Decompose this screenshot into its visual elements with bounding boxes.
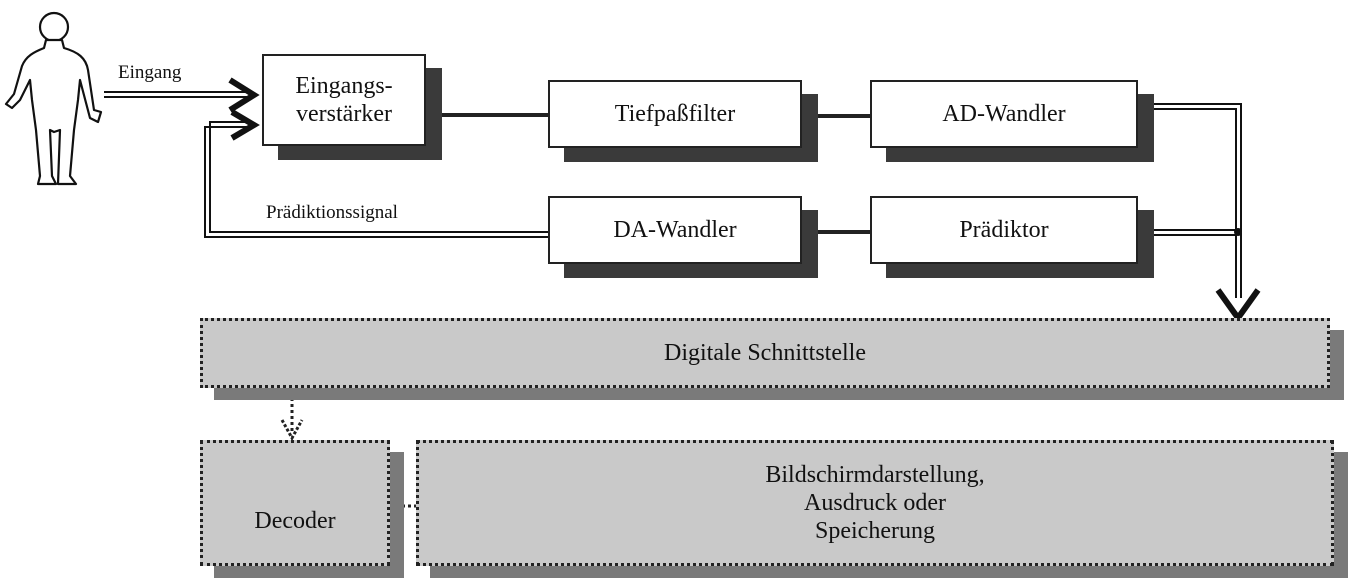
prediction-signal-label: Prädiktionssignal (266, 202, 398, 223)
input-amplifier-line1: Eingangs- (295, 73, 393, 99)
input-arrow (104, 77, 260, 113)
predictor-block: Prädiktor (870, 196, 1138, 264)
ad-output-line (1138, 103, 1261, 324)
ad-converter-block: AD-Wandler (870, 80, 1138, 148)
da-converter-label: DA-Wandler (613, 217, 737, 243)
input-label: Eingang (118, 62, 182, 83)
block-connectors (426, 113, 870, 234)
input-amplifier-block: Eingangs- verstärker (262, 54, 426, 146)
input-amplifier-line2: verstärker (296, 101, 392, 127)
output-line3: Speicherung (815, 518, 935, 544)
lowpass-filter-label: Tiefpaßfilter (614, 101, 736, 127)
predictor-label: Prädiktor (959, 217, 1049, 243)
lowpass-filter-block: Tiefpaßfilter (548, 80, 802, 148)
decoder-label: Decoder (254, 508, 336, 534)
human-figure-icon (4, 11, 103, 186)
decoder-arrow (280, 392, 304, 442)
output-line2: Ausdruck oder (804, 490, 946, 516)
digital-interface-block: Digitale Schnittstelle (200, 318, 1330, 388)
output-line1: Bildschirmdarstellung, (765, 462, 985, 488)
da-converter-block: DA-Wandler (548, 196, 802, 264)
output-block: Bildschirmdarstellung, Ausdruck oder Spe… (416, 440, 1334, 566)
prediction-feedback-line (204, 109, 548, 238)
ad-converter-label: AD-Wandler (942, 101, 1066, 127)
decoder-block: Decoder (200, 440, 390, 566)
digital-interface-label: Digitale Schnittstelle (664, 340, 866, 366)
